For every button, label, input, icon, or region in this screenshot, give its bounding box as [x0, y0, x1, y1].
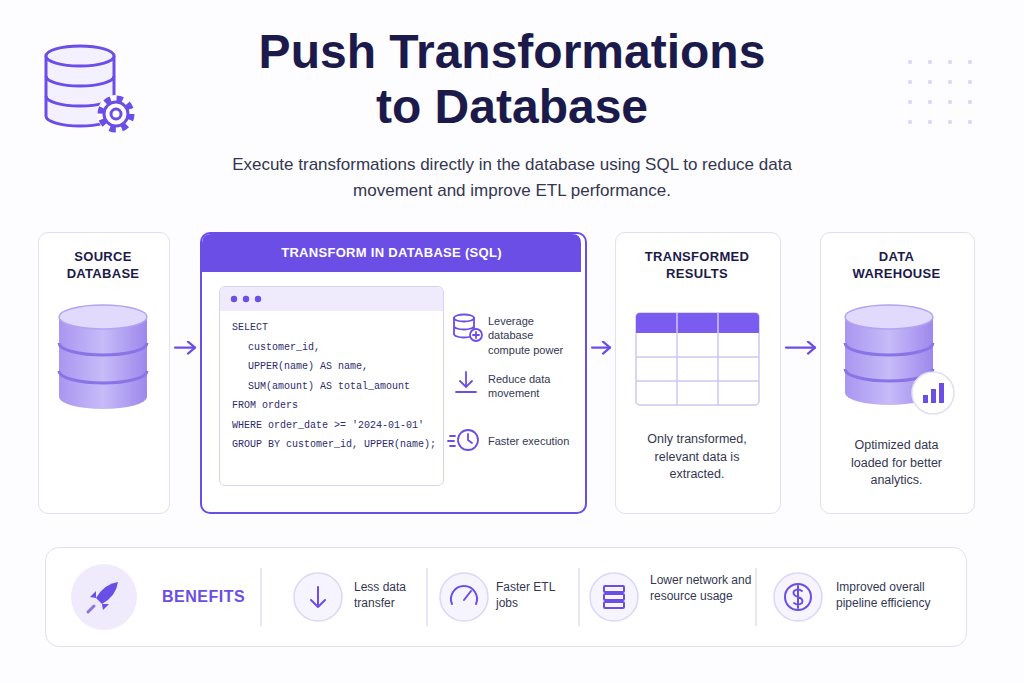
benefit-text: Improved overall pipeline efficiency [836, 580, 954, 611]
database-gear-icon [36, 36, 146, 146]
feature-text: Reduce data movement [488, 372, 574, 401]
flow-arrow [175, 347, 195, 349]
results-box: TRANSFORMED RESULTS Only transformed, rel… [615, 232, 781, 514]
benefit-text: Less data transfer [354, 580, 420, 611]
warehouse-box: DATA WAREHOUSE Optimized data loaded for … [820, 232, 975, 514]
feature-text: Leverage database compute power [488, 314, 578, 357]
code-line: SELECT [232, 321, 268, 334]
dot-grid [900, 52, 980, 132]
source-box: SOURCE DATABASE [38, 232, 170, 514]
code-line: UPPER(name) AS name, [248, 360, 368, 373]
panel-heading: TRANSFORM IN DATABASE (SQL) [202, 245, 581, 262]
code-window: SELECT customer_id, UPPER(name) AS name, SU… [219, 286, 444, 486]
flow-arrow [592, 347, 610, 349]
code-line: FROM orders [232, 399, 298, 412]
box-body: Only transformed, relevant data is extra… [638, 431, 756, 484]
code-line: customer_id, [248, 341, 320, 354]
code-line: GROUP BY customer_id, UPPER(name); [232, 438, 436, 451]
band-heading: BENEFITS [162, 587, 252, 608]
title: Push Transformations to Database [232, 24, 792, 134]
benefit-text: Lower network and resource usage [650, 573, 752, 604]
benefit-text: Faster ETL jobs [496, 580, 572, 611]
box-heading: SOURCE DATABASE [53, 249, 153, 283]
flow-arrow [786, 347, 815, 349]
code-line: SUM(amount) AS total_amount [248, 380, 410, 393]
box-body: Optimized data loaded for better analyti… [838, 437, 955, 490]
caption: Execute transformations directly in the … [232, 152, 792, 205]
benefits-band: BENEFITS Less data transfer Faster ETL job… [45, 547, 967, 647]
box-heading: TRANSFORMED RESULTS [636, 249, 758, 283]
code-line: WHERE order_date >= '2024-01-01' [232, 419, 424, 432]
transform-panel: SELECT customer_id, UPPER(name) AS name, SU… [200, 232, 587, 514]
feature-text: Faster execution [488, 434, 574, 448]
box-heading: DATA WAREHOUSE [835, 249, 958, 283]
